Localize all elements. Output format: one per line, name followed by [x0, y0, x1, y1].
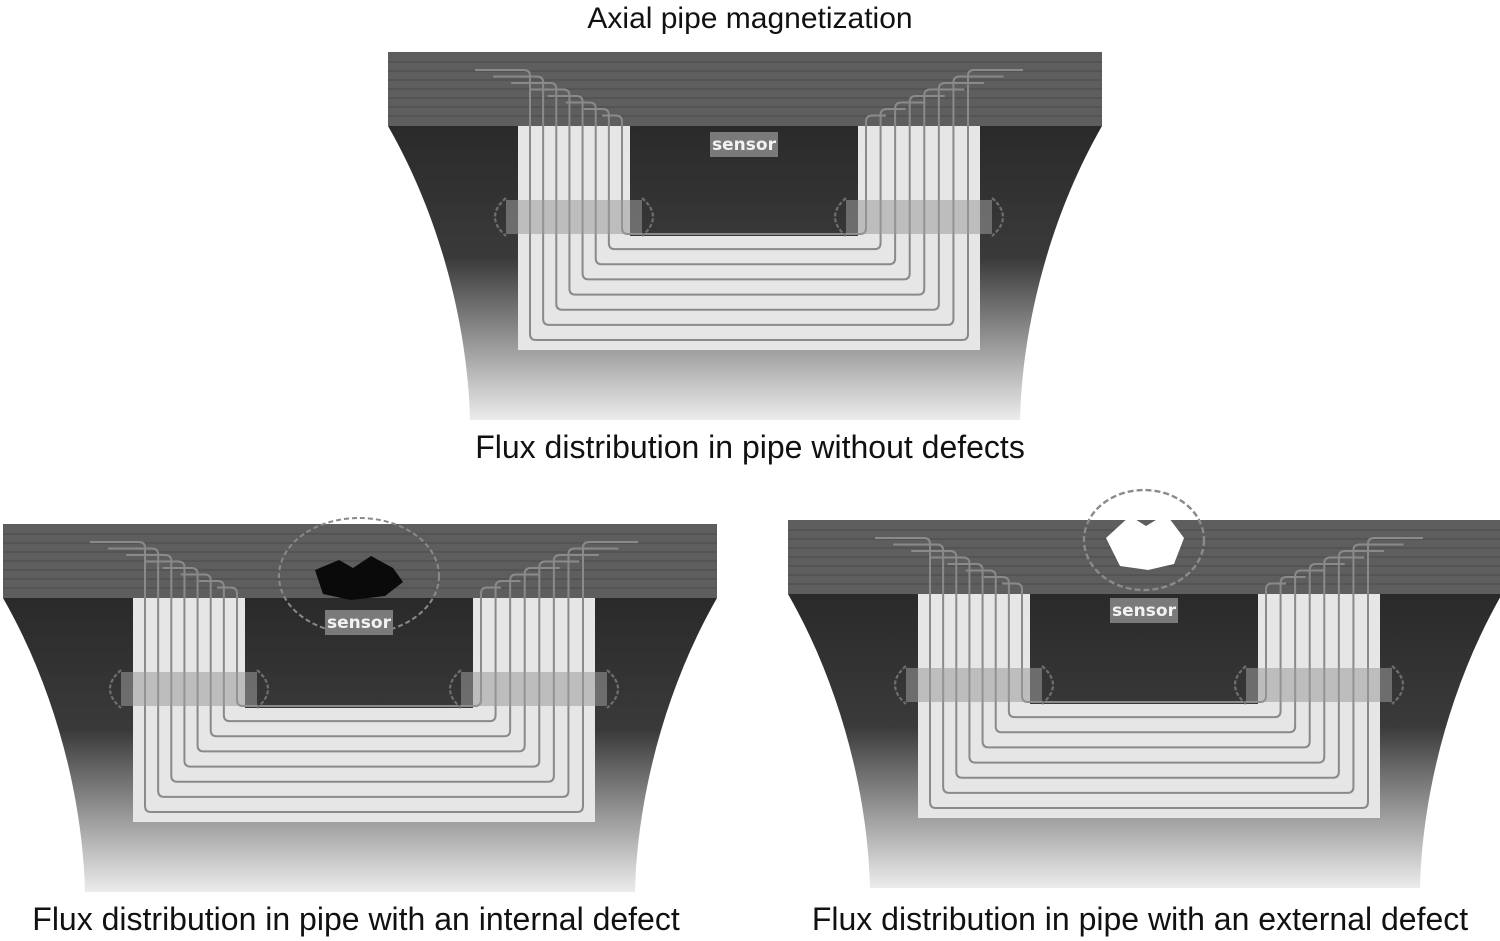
flux-line: [875, 537, 1423, 809]
sensor: sensor: [710, 132, 778, 157]
sensor: sensor: [1110, 598, 1178, 623]
flux-lines: [475, 69, 1023, 341]
coil-left: [121, 672, 257, 706]
flux-line: [108, 547, 619, 798]
flux-leakage-loop: [1082, 488, 1206, 592]
flux-lines: [875, 537, 1423, 809]
sensor-box: [325, 610, 393, 635]
flux-line: [162, 567, 560, 753]
flux-line: [583, 108, 906, 251]
flux-line: [983, 576, 1306, 719]
flux-line: [475, 69, 1023, 341]
flux-line: [126, 554, 599, 783]
panel-external-defect: sensor: [788, 488, 1500, 888]
flux-line: [965, 569, 1326, 734]
figure-title: Axial pipe magnetization: [587, 2, 913, 35]
coil-left: [506, 200, 642, 234]
flux-line: [602, 114, 886, 235]
flux-line: [893, 543, 1404, 794]
coil-right: [461, 672, 607, 706]
coil-left: [906, 668, 1042, 702]
coil-right: [1246, 668, 1392, 702]
panel-no-defect: sensor: [388, 52, 1102, 420]
flux-line: [947, 563, 1345, 749]
flux-line: [90, 541, 638, 813]
sensor-box: [1110, 598, 1178, 623]
internal-defect: [315, 556, 403, 600]
coil-right: [846, 200, 992, 234]
sensor-label: sensor: [712, 135, 777, 155]
flux-line: [565, 101, 926, 266]
flux-line: [217, 586, 501, 707]
sensor-box: [710, 132, 778, 157]
flux-lines: [90, 541, 638, 813]
sensor-label: sensor: [327, 613, 392, 633]
caption-no-defect: Flux distribution in pipe without defect…: [475, 429, 1025, 465]
sensor: sensor: [325, 610, 393, 635]
caption-external-defect: Flux distribution in pipe with an extern…: [811, 901, 1469, 937]
external-defect: [1106, 514, 1184, 570]
flux-line: [180, 573, 541, 738]
flux-line: [911, 550, 1384, 779]
flux-line: [511, 82, 984, 311]
flux-line: [1002, 582, 1286, 703]
sensor-label: sensor: [1112, 601, 1177, 621]
flux-line: [144, 560, 580, 768]
flux-line: [929, 556, 1365, 764]
flux-line: [198, 580, 521, 723]
flux-line: [547, 95, 945, 281]
caption-internal-defect: Flux distribution in pipe with an intern…: [32, 901, 680, 937]
flux-line: [493, 75, 1004, 326]
flux-line: [529, 88, 965, 296]
panel-internal-defect: sensor: [3, 517, 717, 892]
